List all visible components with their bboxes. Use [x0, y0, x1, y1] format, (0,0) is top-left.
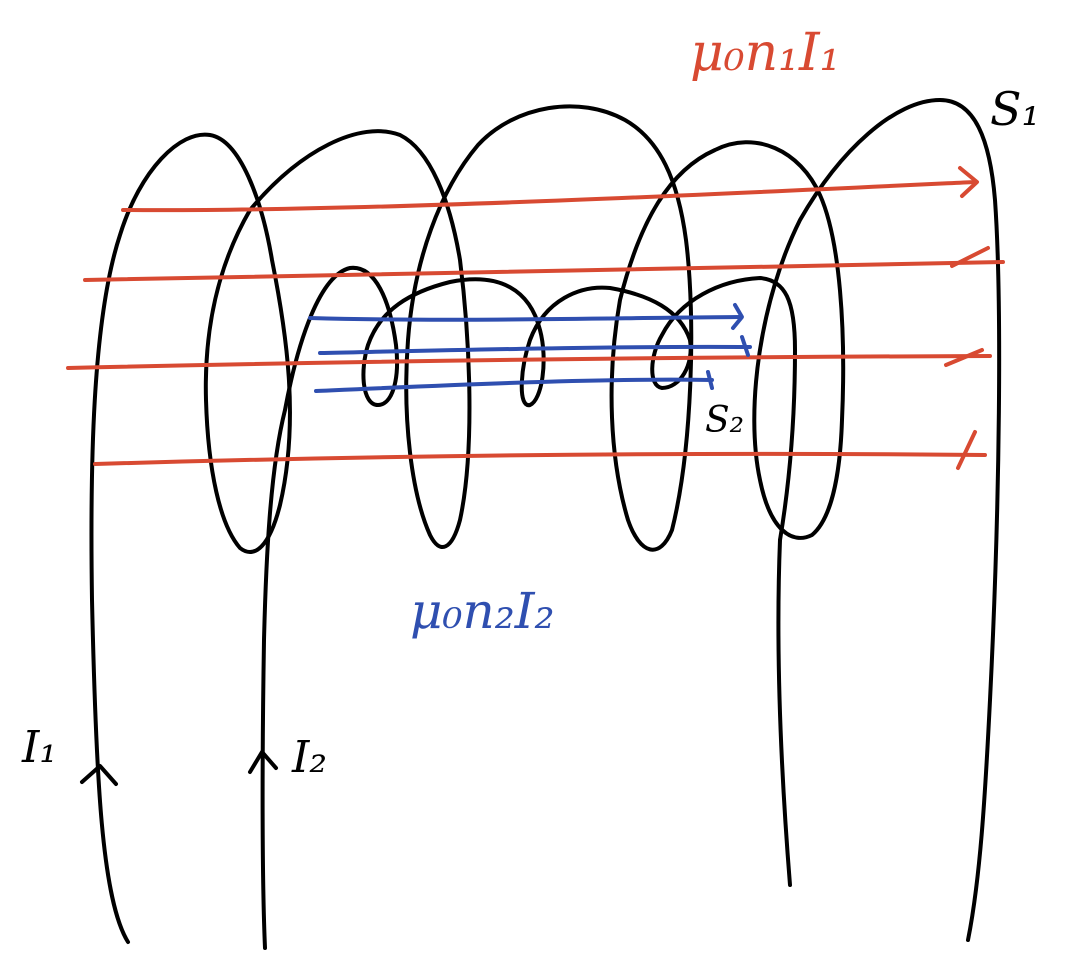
outer-solenoid-right-return-lead	[776, 538, 792, 887]
outer-field-line-1	[121, 180, 977, 213]
inner-solenoid-label: S₂	[705, 400, 744, 441]
inner-field-line-2-arrowhead	[740, 335, 750, 357]
outer-solenoid-label: S₁	[990, 82, 1040, 136]
outer-field-line-4-arrowhead	[956, 430, 977, 470]
inner-field-line-1-arrowhead	[731, 303, 744, 330]
outer-field-line-4	[93, 451, 987, 466]
outer-solenoid-coil	[89, 98, 1002, 944]
outer-field-lines	[66, 166, 1005, 470]
outer-field-line-1-arrowhead	[958, 166, 979, 198]
outer-field-line-2	[83, 260, 1005, 282]
inner-field-line-3	[314, 377, 714, 393]
outer-solenoid-left-lead	[89, 98, 1002, 944]
outer-field-line-3	[66, 354, 992, 370]
current-outer-label: I₁	[21, 722, 57, 773]
inner-field-line-2	[318, 344, 752, 355]
current-arrow-inner	[248, 750, 278, 774]
inner-solenoid-coil	[260, 265, 797, 950]
outer-field-line-3-arrowhead	[944, 348, 984, 367]
inner-field-label: μ₀n₂I₂	[410, 582, 555, 640]
inner-field-lines	[308, 303, 752, 393]
inner-solenoid-lead-and-turns	[260, 265, 797, 950]
current-inner-label: I₂	[291, 732, 327, 783]
inner-field-line-1	[308, 315, 742, 322]
current-arrow-outer	[80, 764, 118, 786]
outer-field-label: μ₀n₁I₁	[690, 23, 840, 83]
inner-field-line-3-arrowhead	[706, 370, 714, 390]
outer-field-line-2-arrowhead	[950, 246, 990, 268]
